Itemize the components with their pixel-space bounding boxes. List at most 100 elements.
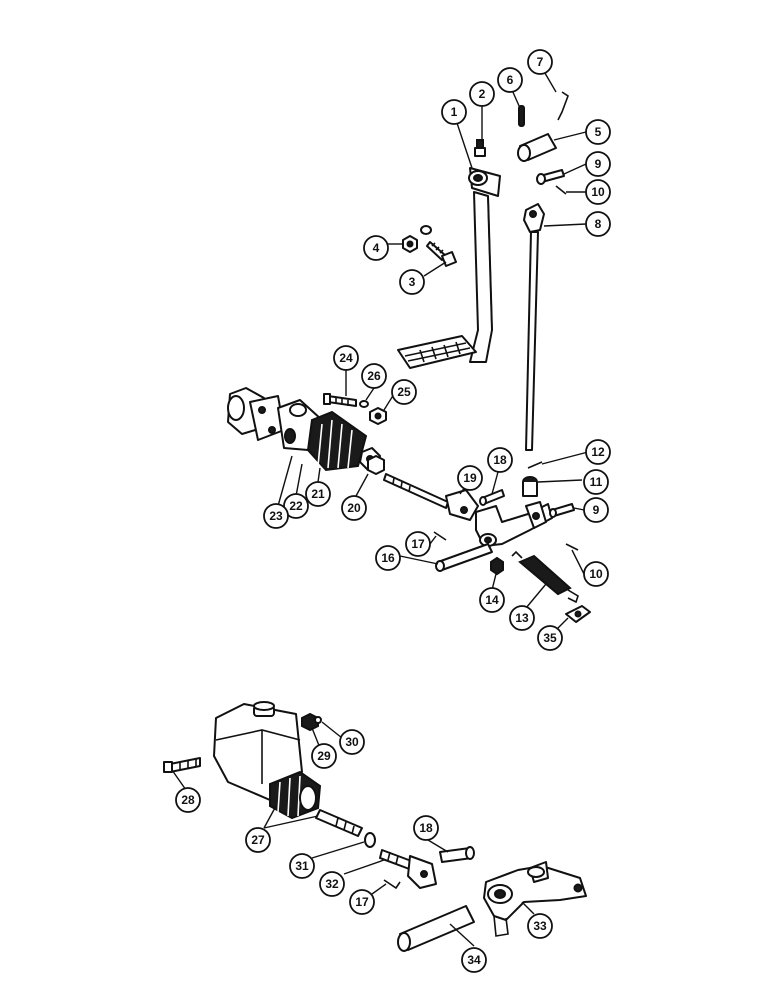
callout-30: 30 [339, 729, 365, 755]
svg-text:19: 19 [463, 471, 477, 485]
master-cylinder-upper [227, 387, 381, 472]
roll-pin-6 [518, 105, 525, 127]
grease-fitting-14 [490, 556, 504, 576]
nut-25 [369, 407, 387, 425]
svg-text:18: 18 [493, 453, 507, 467]
svg-text:5: 5 [595, 125, 602, 139]
svg-text:32: 32 [325, 877, 339, 891]
push-rod-lower [315, 809, 363, 837]
callout-25: 25 [391, 379, 417, 405]
bolt-28 [163, 757, 201, 773]
callout-10-lower: 10 [583, 561, 609, 587]
bushing-11 [522, 476, 538, 497]
bushing-5 [517, 133, 557, 162]
svg-text:6: 6 [507, 73, 514, 87]
svg-text:1: 1 [451, 105, 458, 119]
callout-20: 20 [341, 495, 367, 521]
return-spring-13 [511, 550, 579, 604]
washer-26 [359, 400, 369, 408]
clevis-pin-18-upper [479, 489, 505, 506]
callout-11: 11 [583, 469, 609, 495]
callout-31: 31 [289, 853, 315, 879]
svg-text:27: 27 [251, 833, 265, 847]
callout-1: 1 [441, 99, 467, 125]
callout-19: 19 [457, 465, 483, 491]
clevis-pin-9-lower [549, 503, 575, 518]
nut-4 [402, 235, 418, 253]
leader-lines [171, 67, 589, 947]
svg-text:34: 34 [467, 953, 481, 967]
cotter-pin-10-lower [565, 543, 579, 551]
lock-washer [420, 225, 432, 235]
svg-text:3: 3 [409, 275, 416, 289]
bellcrank-lever [475, 501, 553, 547]
svg-text:14: 14 [485, 593, 499, 607]
svg-text:20: 20 [347, 501, 361, 515]
nut-29 [301, 712, 319, 732]
callout-10-upper: 10 [585, 179, 611, 205]
callout-22: 22 [283, 493, 309, 519]
clevis-pin-18-lower [439, 846, 475, 863]
svg-text:31: 31 [295, 859, 309, 873]
jam-nut-20 [367, 455, 385, 475]
svg-text:4: 4 [373, 241, 380, 255]
callout-28: 28 [175, 787, 201, 813]
svg-text:9: 9 [595, 157, 602, 171]
master-cylinder-lower [213, 701, 322, 820]
push-rod-clevis-19 [383, 473, 479, 521]
callout-32: 32 [319, 871, 345, 897]
jam-nut-31 [364, 832, 376, 848]
callout-26: 26 [361, 363, 387, 389]
callout-18-upper: 18 [487, 447, 513, 473]
callout-9-lower: 9 [583, 497, 609, 523]
clevis-32 [379, 849, 437, 889]
brake-pedal [468, 167, 501, 363]
callout-12: 12 [585, 439, 611, 465]
grease-fitting [474, 139, 486, 157]
svg-text:9: 9 [593, 503, 600, 517]
callout-17-upper: 17 [405, 531, 431, 557]
svg-text:29: 29 [317, 749, 331, 763]
callout-18-lower: 18 [413, 815, 439, 841]
callout-24: 24 [333, 345, 359, 371]
bolt-3 [426, 241, 457, 267]
svg-text:10: 10 [589, 567, 603, 581]
lever-33 [483, 861, 587, 937]
callout-2: 2 [469, 81, 495, 107]
callout-14: 14 [479, 587, 505, 613]
pivot-shaft-16 [435, 543, 493, 572]
callout-13: 13 [509, 605, 535, 631]
pivot-shaft-34 [397, 905, 475, 952]
brake-rod-8 [523, 203, 545, 451]
callout-16: 16 [375, 545, 401, 571]
callout-27: 27 [245, 827, 271, 853]
svg-text:12: 12 [591, 445, 605, 459]
svg-text:7: 7 [537, 55, 544, 69]
svg-text:10: 10 [591, 185, 605, 199]
callout-29: 29 [311, 743, 337, 769]
svg-text:33: 33 [533, 919, 547, 933]
svg-text:13: 13 [515, 611, 529, 625]
callout-34: 34 [461, 947, 487, 973]
svg-text:18: 18 [419, 821, 433, 835]
svg-text:28: 28 [181, 793, 195, 807]
svg-text:21: 21 [311, 487, 325, 501]
svg-text:17: 17 [411, 537, 425, 551]
washer-30 [314, 716, 322, 724]
callout-9-upper: 9 [585, 151, 611, 177]
callout-7: 7 [527, 49, 553, 75]
callout-5: 5 [585, 119, 611, 145]
callout-8: 8 [585, 211, 611, 237]
svg-text:23: 23 [269, 509, 283, 523]
svg-text:26: 26 [367, 369, 381, 383]
svg-text:35: 35 [543, 631, 557, 645]
callout-17-lower: 17 [349, 889, 375, 915]
clevis-pin-9-upper [536, 169, 565, 185]
callout-23: 23 [263, 503, 289, 529]
callout-21: 21 [305, 481, 331, 507]
cotter-pin-17-upper [433, 531, 447, 541]
bolt-24 [323, 393, 357, 407]
spring-clip-7 [557, 91, 569, 121]
svg-text:30: 30 [345, 735, 359, 749]
